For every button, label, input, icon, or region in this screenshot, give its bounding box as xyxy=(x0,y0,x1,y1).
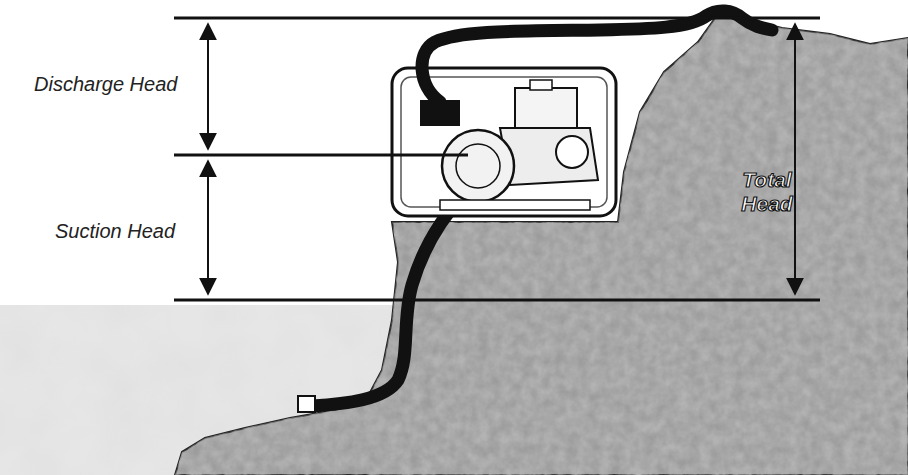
pump-level-line xyxy=(174,154,468,157)
engine-block xyxy=(500,128,598,185)
pump-volute xyxy=(442,130,514,202)
fuel-tank xyxy=(515,88,577,128)
water-level-line xyxy=(174,299,820,302)
suction-head-arrow xyxy=(207,161,209,294)
pump-volute-ring xyxy=(456,144,500,188)
discharge-head-arrow xyxy=(207,24,209,149)
rock-texture xyxy=(175,14,908,475)
dimension-label: Total Head xyxy=(738,168,796,216)
top-level-line xyxy=(174,17,820,20)
rock-terrain xyxy=(175,14,908,475)
strainer xyxy=(298,396,315,412)
pump-base xyxy=(440,200,590,210)
fuel-cap xyxy=(530,80,552,90)
dimension-label: Suction Head xyxy=(55,220,195,243)
engine-recoil xyxy=(556,136,588,168)
dimension-label: Discharge Head xyxy=(34,73,194,96)
discharge-hose xyxy=(422,11,772,102)
total-head-arrow xyxy=(794,24,796,294)
